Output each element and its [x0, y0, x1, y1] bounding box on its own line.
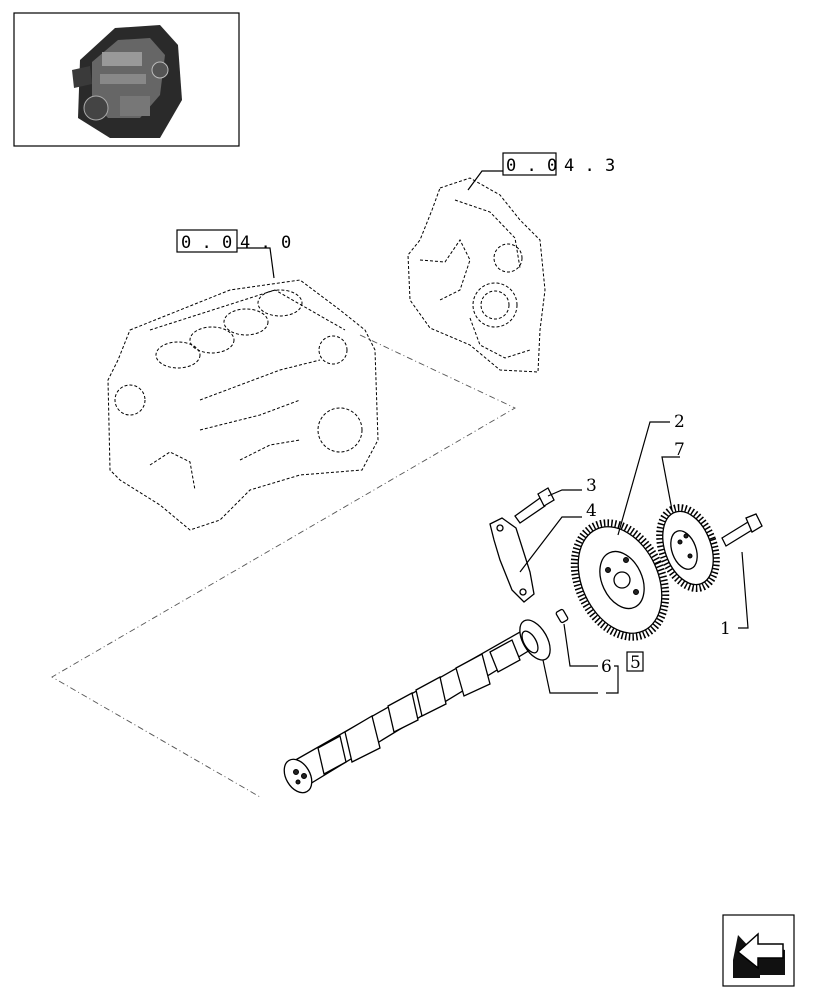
callout-5: 5	[630, 653, 641, 673]
reference-label-block[interactable]: 0 . 0 4 . 0	[176, 229, 291, 279]
timing-gear	[656, 504, 720, 592]
callout-1: 1	[720, 619, 731, 639]
dowel-pin	[555, 608, 569, 624]
next-page-arrow-icon	[733, 932, 785, 978]
alignment-lines	[51, 334, 516, 798]
callouts: 2 7 3 4 1 6 5	[519, 412, 749, 694]
engine-block-outline	[107, 279, 379, 531]
camshaft-gear	[570, 519, 670, 641]
callout-2: 2	[674, 412, 685, 432]
callout-6: 6	[601, 657, 612, 677]
callout-4: 4	[586, 501, 597, 521]
bolt-1	[721, 513, 763, 547]
engine-thumbnail-icon	[72, 25, 182, 138]
bolt-3	[514, 487, 555, 524]
camshaft	[283, 619, 551, 794]
engine-thumbnail[interactable]	[13, 12, 240, 147]
callout-5-box	[626, 651, 644, 672]
callout-7: 7	[674, 440, 685, 460]
reference-boxed-text: 0 . 0	[181, 233, 232, 253]
next-page-button[interactable]	[722, 914, 795, 987]
callout-3: 3	[586, 476, 597, 496]
thrust-plate	[489, 517, 535, 603]
reference-boxed-text: 0 . 0	[506, 156, 557, 176]
timing-cover-outline	[407, 177, 546, 373]
reference-rest-text: 4 . 3	[564, 156, 615, 176]
reference-label-cover[interactable]: 0 . 0 4 . 3	[467, 152, 615, 191]
reference-rest-text: 4 . 0	[240, 233, 291, 253]
